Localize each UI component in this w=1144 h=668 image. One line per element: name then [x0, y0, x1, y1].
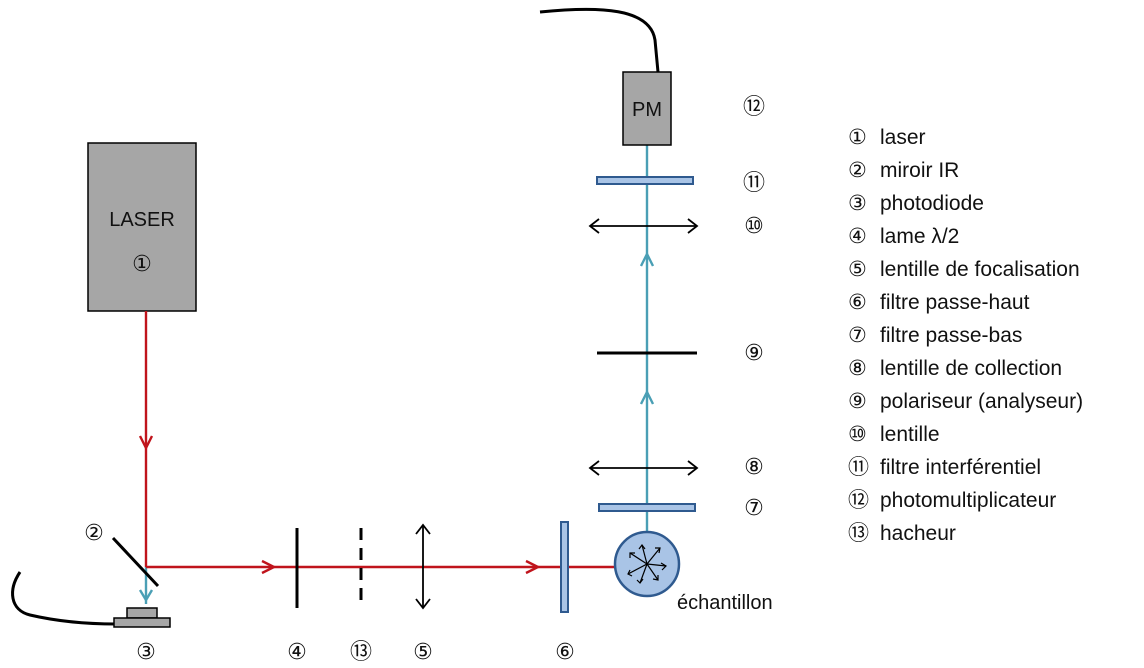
- legend-num: ③: [848, 192, 867, 215]
- number-4: ④: [287, 639, 307, 664]
- laser-number: ①: [132, 251, 152, 276]
- legend-item: ⑨ polariseur (analyseur): [848, 390, 1083, 413]
- number-9: ⑨: [744, 340, 764, 365]
- collection-lens-tip-right: [687, 460, 699, 476]
- lens-tip-right: [687, 218, 699, 234]
- blue-beam-arrow-1: [639, 389, 655, 405]
- legend-label: lentille: [880, 423, 940, 446]
- photodiode-cable: [11, 571, 117, 626]
- number-2: ②: [84, 520, 104, 545]
- collection-lens-tip-left: [588, 460, 600, 476]
- pm-box: [622, 71, 672, 146]
- red-beam-arrow-down: [138, 435, 154, 451]
- number-8: ⑧: [744, 454, 764, 479]
- number-12: ⑫: [743, 94, 765, 119]
- legend-item: ② miroir IR: [848, 159, 959, 182]
- legend-label: lentille de collection: [880, 357, 1062, 380]
- legend-label: filtre passe-bas: [880, 324, 1022, 347]
- pm-cable: [539, 7, 660, 73]
- legend-label: lentille de focalisation: [880, 258, 1080, 281]
- legend-num: ⑦: [848, 324, 867, 347]
- legend-num: ⑨: [848, 390, 867, 413]
- focusing-lens-tip-top: [415, 523, 431, 535]
- low-pass-filter: [598, 503, 696, 512]
- legend-num: ⑥: [848, 291, 867, 314]
- legend-label: miroir IR: [880, 159, 959, 182]
- legend-label: lame λ/2: [880, 225, 959, 248]
- number-13: ⑬: [350, 639, 372, 664]
- ir-mirror: [111, 536, 160, 588]
- legend-label: photomultiplicateur: [880, 489, 1056, 512]
- number-10: ⑩: [744, 213, 764, 238]
- legend-item: ④ lame λ/2: [848, 225, 959, 248]
- legend-num: ⑩: [848, 423, 867, 446]
- red-beam-arrow-1: [261, 559, 277, 575]
- legend-num: ⑤: [848, 258, 867, 281]
- number-3: ③: [136, 639, 156, 664]
- blue-beam-arrow-photodiode: [138, 589, 154, 603]
- legend-num: ⑧: [848, 357, 867, 380]
- legend-item: ① laser: [848, 126, 926, 149]
- legend-num: ④: [848, 225, 867, 248]
- legend-item: ⑬ hacheur: [848, 522, 956, 545]
- blue-beam-arrow-2: [639, 251, 655, 267]
- legend-label: laser: [880, 126, 926, 149]
- legend-label: filtre passe-haut: [880, 291, 1030, 314]
- pm-label: PM: [632, 99, 662, 121]
- legend: ① laser ② miroir IR ③ photodiode ④ lame …: [848, 126, 1083, 545]
- legend-label: photodiode: [880, 192, 984, 215]
- legend-num: ②: [848, 159, 867, 182]
- photodiode-base: [113, 617, 171, 628]
- scatter-arrows-icon: [627, 544, 667, 584]
- number-7: ⑦: [744, 495, 764, 520]
- legend-item: ③ photodiode: [848, 192, 984, 215]
- photodiode-sensor: [126, 607, 158, 619]
- legend-item: ⑥ filtre passe-haut: [848, 291, 1030, 314]
- legend-label: filtre interférentiel: [880, 456, 1041, 479]
- focusing-lens-tip-bottom: [415, 598, 431, 610]
- legend-item: ⑦ filtre passe-bas: [848, 324, 1022, 347]
- red-beam-arrow-2: [525, 559, 541, 575]
- legend-num: ⑫: [848, 489, 869, 512]
- interference-filter: [596, 176, 694, 185]
- legend-label: hacheur: [880, 522, 956, 545]
- sample-label: échantillon: [677, 592, 773, 614]
- legend-num: ①: [848, 126, 867, 149]
- legend-item: ⑪ filtre interférentiel: [848, 456, 1041, 479]
- legend-item: ⑩ lentille: [848, 423, 940, 446]
- high-pass-filter: [560, 521, 569, 613]
- number-11: ⑪: [743, 170, 765, 195]
- number-6: ⑥: [555, 639, 575, 664]
- laser-box: [87, 142, 197, 312]
- number-5: ⑤: [413, 639, 433, 664]
- legend-item: ⑫ photomultiplicateur: [848, 489, 1056, 512]
- legend-item: ⑧ lentille de collection: [848, 357, 1062, 380]
- legend-label: polariseur (analyseur): [880, 390, 1083, 413]
- legend-num: ⑬: [848, 522, 869, 545]
- legend-item: ⑤ lentille de focalisation: [848, 258, 1080, 281]
- lens-tip-left: [588, 218, 600, 234]
- legend-num: ⑪: [848, 456, 869, 479]
- laser-label: LASER: [109, 209, 175, 231]
